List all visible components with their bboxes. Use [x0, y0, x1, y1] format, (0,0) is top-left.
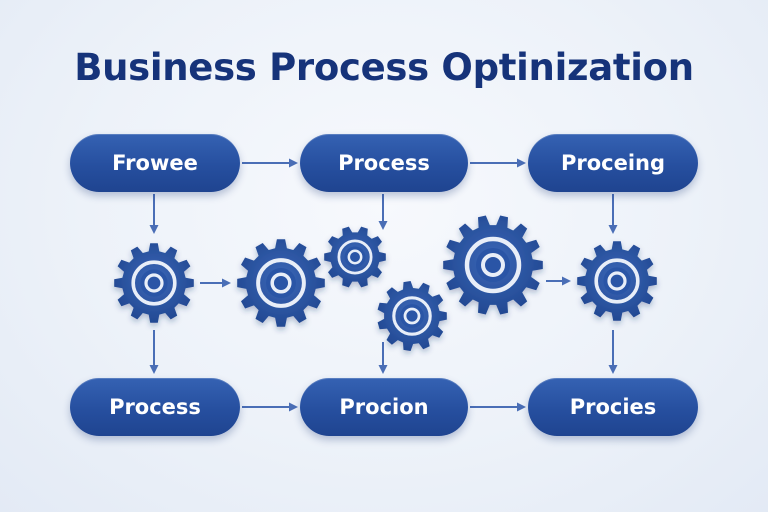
- gear-icon: [114, 243, 194, 323]
- page-title: Business Process Optinization: [74, 46, 694, 89]
- process-node-procies[interactable]: Procies: [528, 378, 698, 436]
- process-node-process-bottom[interactable]: Process: [70, 378, 240, 436]
- gear-icon: [324, 226, 386, 288]
- process-node-frowee[interactable]: Frowee: [70, 134, 240, 192]
- gear-icon: [443, 215, 543, 315]
- process-node-procion[interactable]: Procion: [300, 378, 468, 436]
- process-node-process-top[interactable]: Process: [300, 134, 468, 192]
- gear-icon: [577, 241, 657, 321]
- gear-icon: [377, 281, 447, 351]
- process-node-proceing[interactable]: Proceing: [528, 134, 698, 192]
- gear-icon: [237, 239, 325, 327]
